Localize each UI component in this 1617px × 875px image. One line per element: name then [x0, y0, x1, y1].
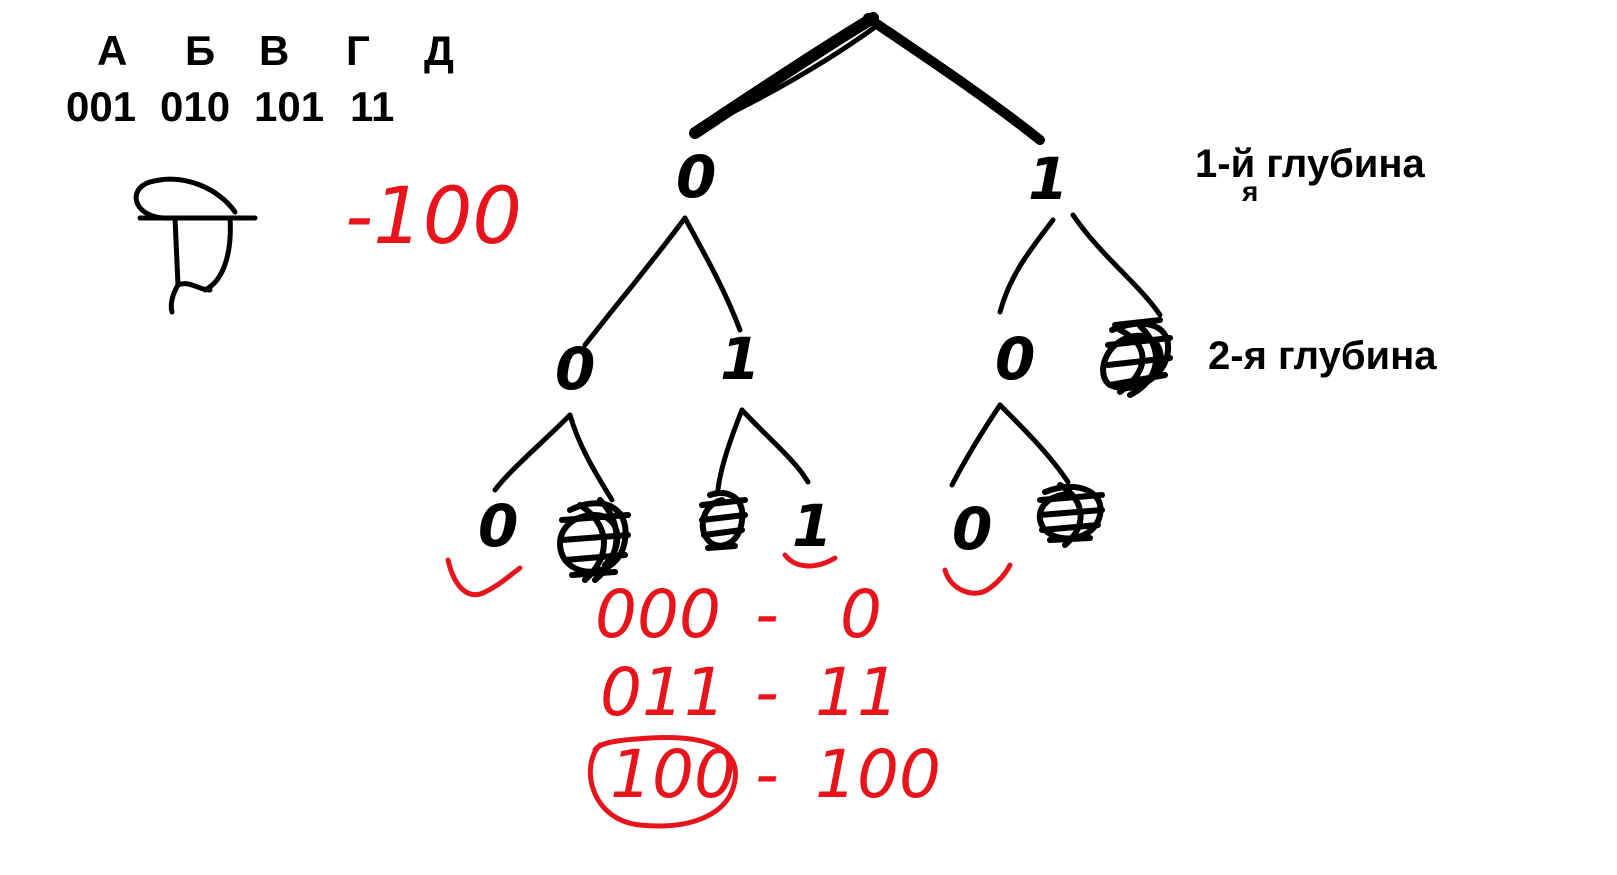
edge-1-to-10 [997, 217, 1056, 315]
candidate-result-100: 100 [815, 736, 941, 813]
node-10: 0 [995, 325, 1036, 393]
node-000: 0 [478, 492, 519, 560]
scribbled-node-010 [699, 490, 748, 551]
edge-00-to-000 [492, 412, 573, 493]
node-root-right: 1 [1028, 145, 1069, 213]
check-mark-011 [782, 552, 838, 569]
root-right-edge [863, 13, 1045, 145]
candidate-result-000: 0 [840, 576, 882, 653]
edge-10-to-100 [949, 402, 1003, 488]
root-left-edge-stroke [697, 22, 881, 131]
answer-circle [587, 735, 738, 829]
header-code-b: 010 [160, 83, 231, 130]
node-100: 0 [952, 495, 993, 563]
edge-00-to-001 [567, 412, 615, 503]
candidate-separator-000: - [755, 576, 779, 653]
candidate-separator-011: - [755, 654, 779, 731]
header-letter-g: Г [346, 27, 370, 74]
depth-1-label: 1-й глубина [1195, 142, 1425, 186]
edge-01-to-011 [739, 407, 811, 485]
candidate-code-011: 011 [600, 654, 726, 731]
node-01: 1 [720, 325, 761, 393]
edge-10-to-101 [997, 402, 1071, 485]
edge-0-to-01 [682, 215, 743, 333]
candidate-code-000: 000 [595, 576, 721, 653]
check-mark-100 [942, 562, 1013, 596]
header-code-v: 101 [254, 83, 325, 130]
check-mark-000 [445, 557, 523, 598]
node-011: 1 [792, 492, 833, 560]
handwritten-letter-d-drawing [133, 176, 258, 315]
node-root-left: 0 [676, 143, 717, 211]
depth-1-correction: я [1242, 176, 1259, 207]
candidate-separator-100: - [755, 736, 779, 813]
scribbled-node-101 [1036, 482, 1105, 548]
candidate-code-100: 100 [610, 736, 736, 813]
candidate-result-011: 11 [815, 654, 899, 731]
node-00: 0 [555, 335, 596, 403]
scribbled-node-001 [557, 497, 631, 583]
depth-2-label: 2-я глубина [1208, 334, 1437, 378]
edge-0-to-00 [582, 215, 688, 348]
answer-code-d: -100 [345, 172, 523, 262]
edge-01-to-010 [715, 407, 745, 493]
header-letter-b: Б [185, 27, 216, 74]
edge-1-to-11 [1070, 212, 1163, 318]
header-letter-v: В [259, 27, 290, 74]
scribbled-node-11 [1100, 317, 1173, 398]
header-code-a: 001 [66, 83, 137, 130]
header-letter-d: Д [424, 27, 454, 74]
header-letter-a: А [97, 27, 128, 74]
header-code-g: 11 [350, 83, 395, 130]
